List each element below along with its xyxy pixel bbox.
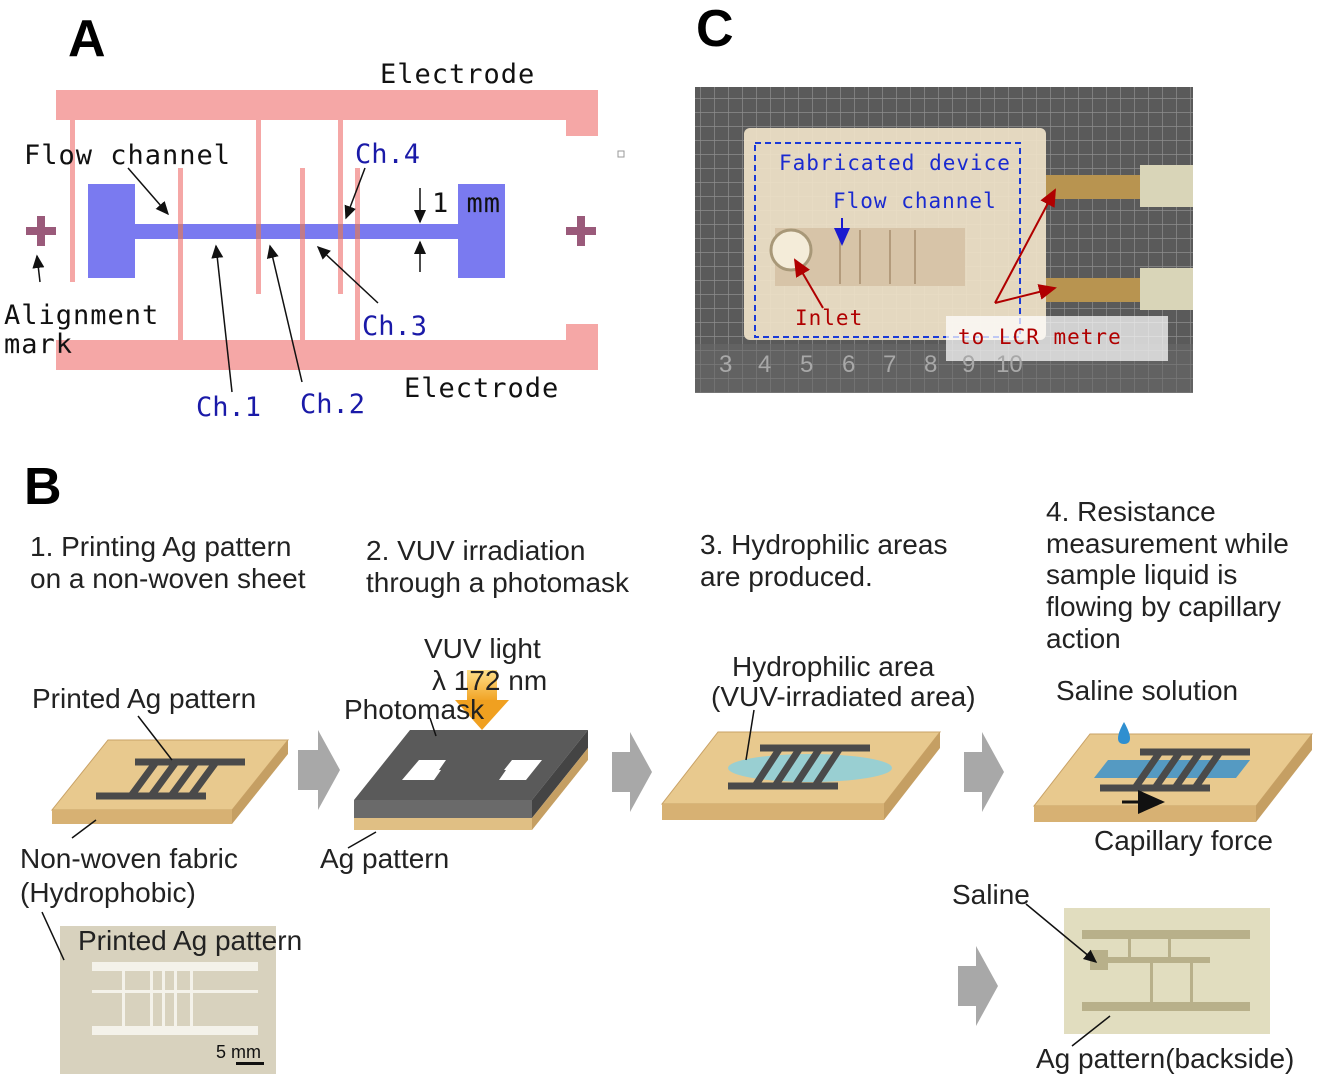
printed-ag-pattern-label: Printed Ag pattern bbox=[32, 683, 256, 714]
scale-bar-label: 5 mm bbox=[216, 1042, 261, 1062]
svg-text:8: 8 bbox=[924, 351, 937, 378]
panel-c: C Fabricated device Flow channel bbox=[695, 0, 1193, 393]
electrode-bottom-shape bbox=[56, 324, 598, 370]
nonwoven-label-2: (Hydrophobic) bbox=[20, 877, 196, 908]
electrode-fingers bbox=[70, 120, 360, 340]
stage-3-fabric bbox=[660, 731, 942, 820]
flow-channel-label: Flow channel bbox=[24, 140, 231, 171]
step-4-line-1: 4. Resistance bbox=[1046, 496, 1216, 527]
scale-bar bbox=[236, 1062, 264, 1065]
capillary-force-label: Capillary force bbox=[1094, 825, 1273, 856]
step-4-line-2: measurement while bbox=[1046, 528, 1289, 559]
alignment-mark-label-1: Alignment bbox=[4, 300, 159, 331]
fabricated-device-label: Fabricated device bbox=[779, 151, 1011, 175]
stage-2-photomask bbox=[354, 730, 588, 830]
step-1-line-1: 1. Printing Ag pattern bbox=[30, 531, 292, 562]
ch2-label: Ch.2 bbox=[300, 389, 365, 420]
dimension-label: 1 mm bbox=[432, 188, 501, 219]
device-outline bbox=[754, 142, 1021, 338]
panel-c-letter: C bbox=[696, 0, 734, 58]
panel-a-letter: A bbox=[68, 10, 106, 68]
nonwoven-label-1: Non-woven fabric bbox=[20, 843, 238, 874]
panel-a: A bbox=[4, 10, 625, 423]
connector-bottom bbox=[1046, 278, 1146, 302]
process-arrows bbox=[298, 730, 1004, 1026]
hydrophilic-label-2: (VUV-irradiated area) bbox=[711, 681, 976, 712]
svg-text:5: 5 bbox=[800, 351, 813, 378]
step-4-line-3: sample liquid is bbox=[1046, 559, 1237, 590]
svg-text:6: 6 bbox=[842, 351, 855, 378]
saline-label: Saline bbox=[952, 879, 1030, 910]
ch3-label: Ch.3 bbox=[362, 311, 427, 342]
panel-b-letter: B bbox=[24, 458, 62, 516]
svg-text:9: 9 bbox=[962, 351, 975, 378]
stage-4-fabric bbox=[1032, 722, 1314, 822]
step-2-line-1: 2. VUV irradiation bbox=[366, 535, 585, 566]
alignment-mark-left bbox=[26, 216, 56, 246]
ch1-label: Ch.1 bbox=[196, 392, 261, 423]
step-4-line-5: action bbox=[1046, 623, 1121, 654]
hydrophilic-label-1: Hydrophilic area bbox=[732, 651, 935, 682]
lcr-label: to LCR metre bbox=[958, 325, 1122, 349]
vuv-light-label: VUV light bbox=[424, 633, 541, 664]
step-4-line-4: flowing by capillary bbox=[1046, 591, 1281, 622]
ruler-numbers: 3 4 5 6 7 8 9 10 bbox=[719, 351, 1023, 378]
saline-solution-label: Saline solution bbox=[1056, 675, 1238, 706]
clip-bottom bbox=[1140, 268, 1193, 310]
photo-label: Printed Ag pattern bbox=[78, 925, 302, 956]
svg-text:7: 7 bbox=[883, 351, 896, 378]
printed-pattern-photo bbox=[60, 926, 276, 1074]
flow-channel-photo-label: Flow channel bbox=[833, 189, 997, 213]
step-3-line-2: are produced. bbox=[700, 561, 873, 592]
flow-channel-shape bbox=[88, 184, 505, 278]
wavelength-label: λ 172 nm bbox=[432, 665, 547, 696]
lcr-label-box bbox=[946, 316, 1168, 361]
electrode-bottom-label: Electrode bbox=[404, 373, 559, 404]
inlet-label: Inlet bbox=[795, 306, 863, 330]
vuv-arrow bbox=[455, 670, 509, 730]
stage-1-fabric bbox=[50, 739, 290, 824]
ag-pattern-label: Ag pattern bbox=[320, 843, 449, 874]
alignment-mark-label-2: mark bbox=[4, 329, 73, 360]
step-1-line-2: on a non-woven sheet bbox=[30, 563, 306, 594]
saline-drop bbox=[1118, 722, 1130, 744]
svg-text:3: 3 bbox=[719, 351, 732, 378]
connector-top bbox=[1046, 175, 1146, 199]
electrode-top-shape bbox=[56, 90, 598, 136]
tiny-mark bbox=[617, 150, 625, 158]
photomask-label: Photomask bbox=[344, 694, 485, 725]
clip-top bbox=[1140, 165, 1193, 207]
step-2-line-2: through a photomask bbox=[366, 567, 630, 598]
inlet-hole bbox=[769, 228, 813, 272]
panel-b: B 1. Printing Ag pattern on a non-woven … bbox=[20, 458, 1314, 1074]
step-3-line-1: 3. Hydrophilic areas bbox=[700, 529, 947, 560]
electrode-top-label: Electrode bbox=[380, 59, 535, 90]
channel-crossings bbox=[178, 224, 360, 239]
ag-backside-label: Ag pattern(backside) bbox=[1036, 1043, 1294, 1074]
svg-text:4: 4 bbox=[758, 351, 771, 378]
backside-photo bbox=[1064, 908, 1270, 1034]
ch4-label: Ch.4 bbox=[355, 139, 420, 170]
svg-text:10: 10 bbox=[996, 351, 1023, 378]
alignment-mark-right bbox=[566, 216, 596, 246]
